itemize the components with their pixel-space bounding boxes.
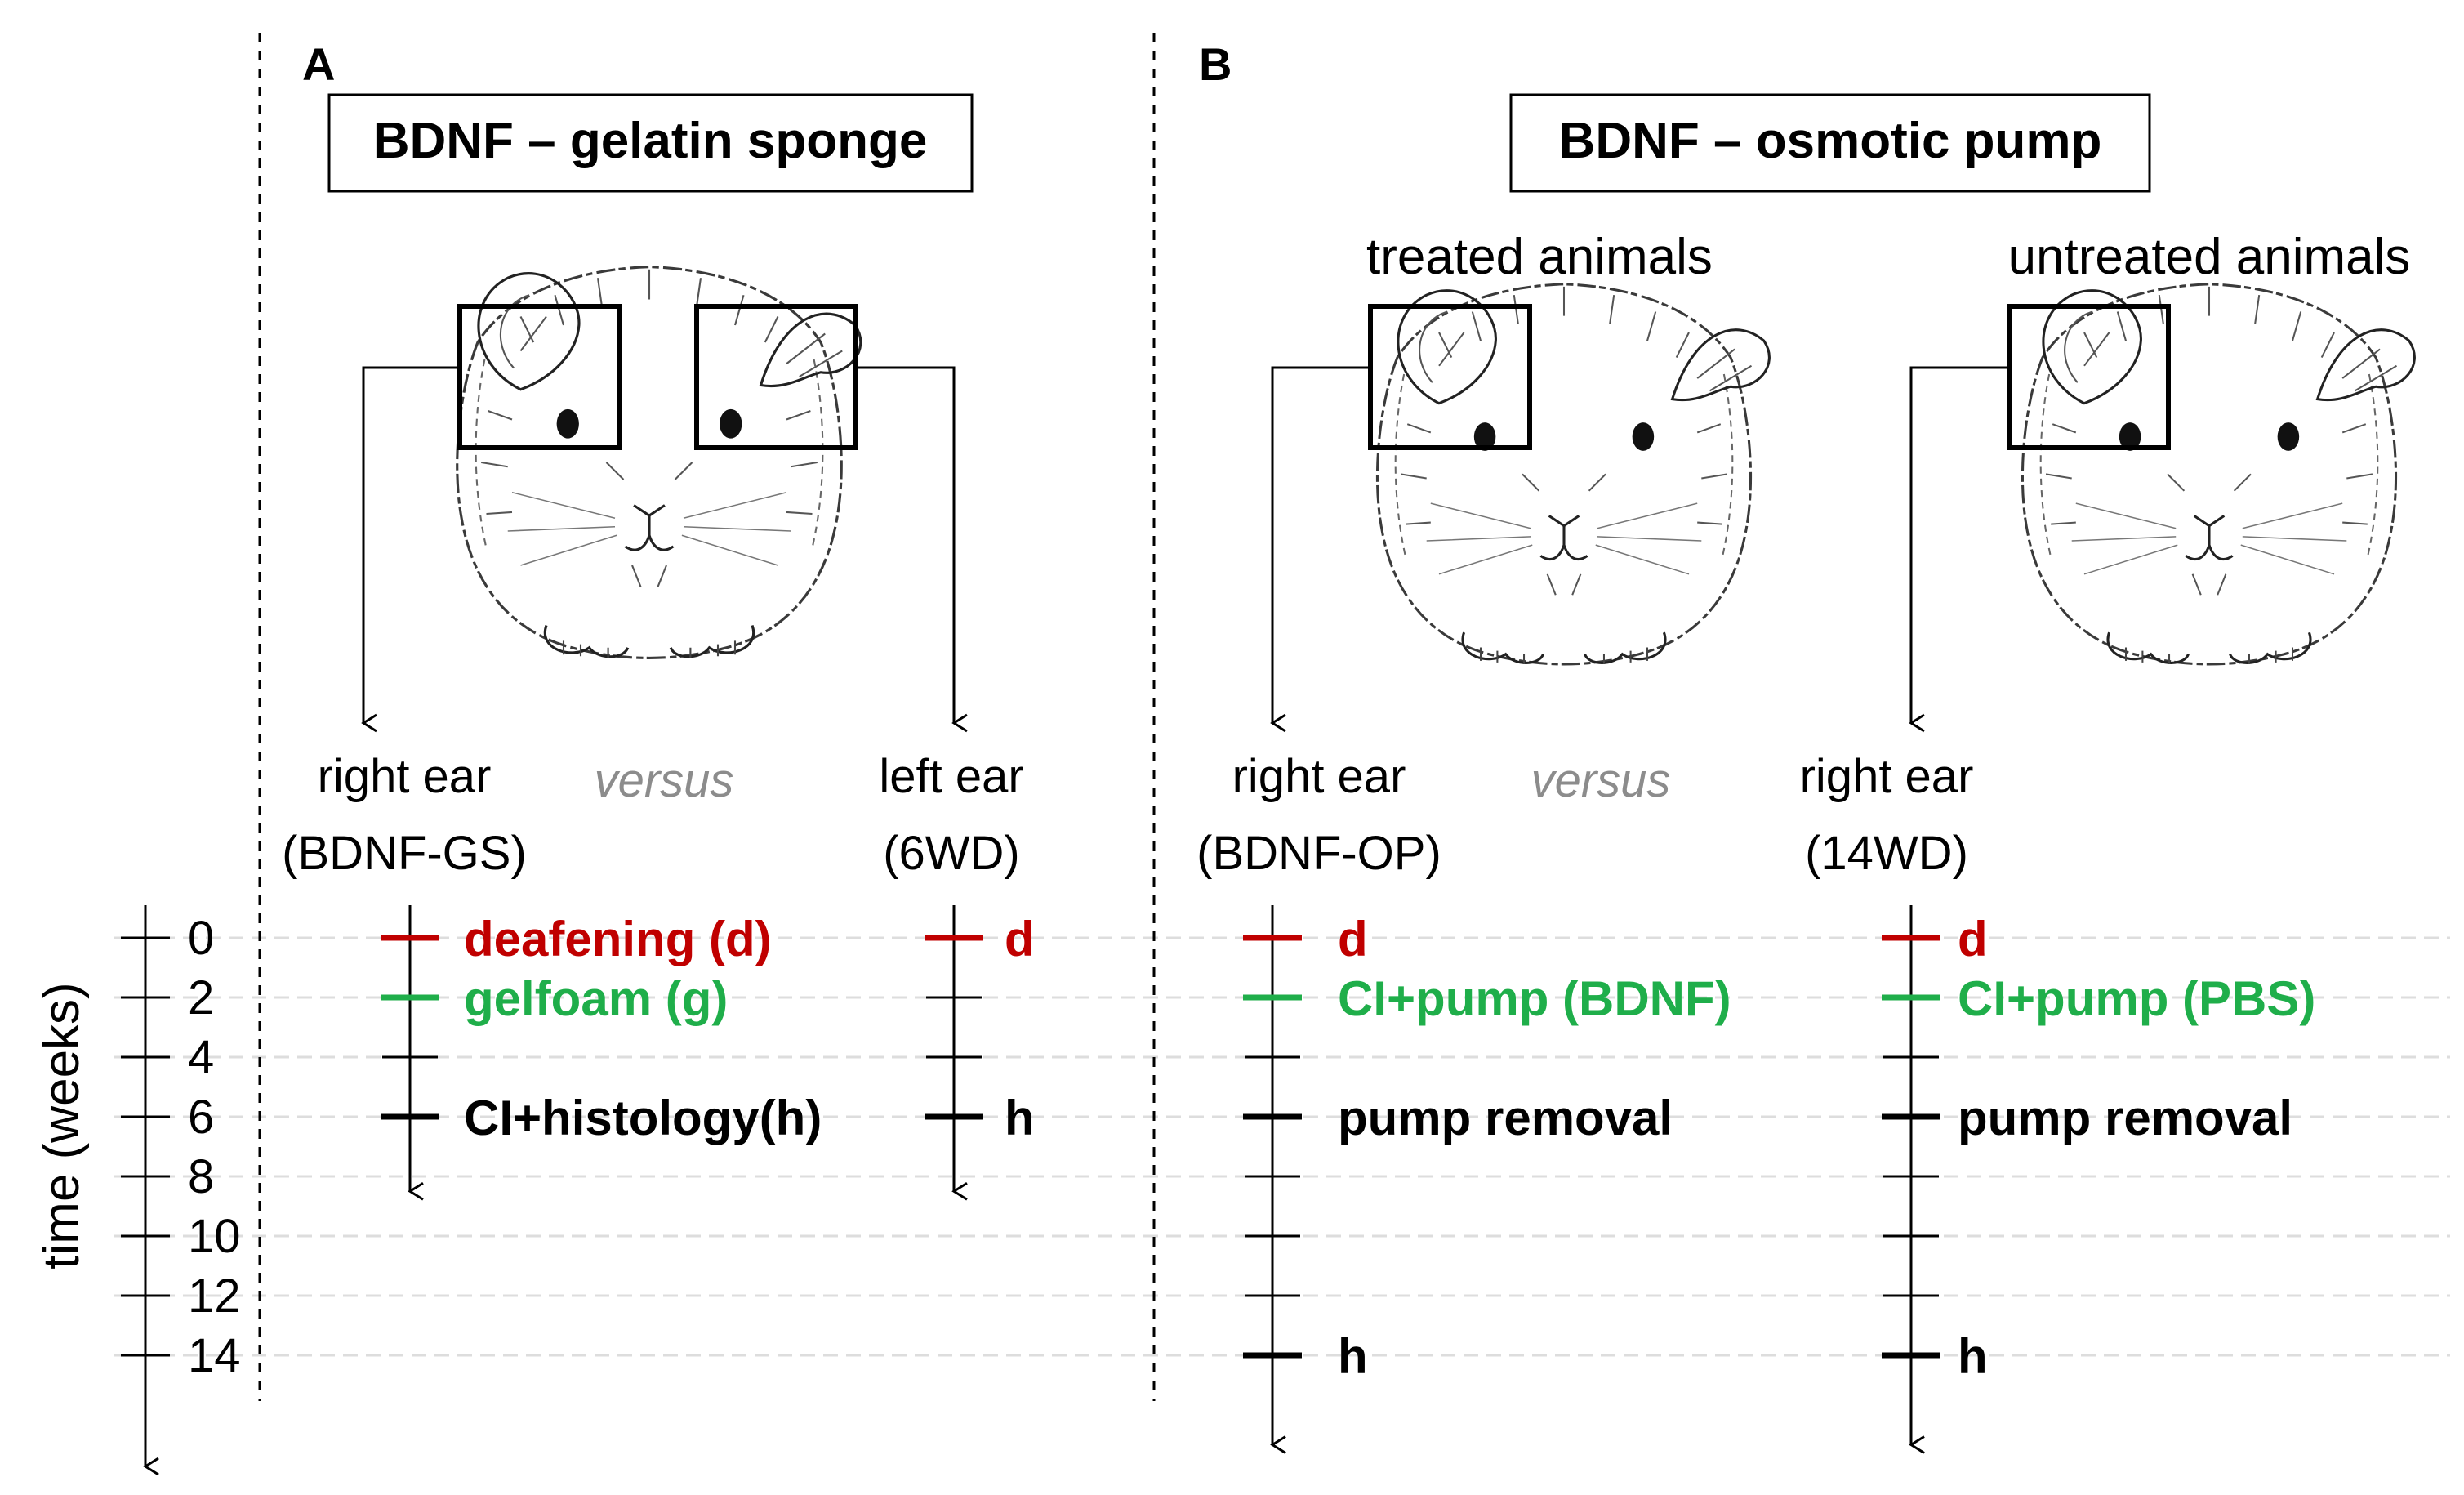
time-axis-tick-label: 6 xyxy=(188,1091,214,1144)
panel-a-left-label-line2: (BDNF-GS) xyxy=(282,827,527,880)
panel-a-title-box xyxy=(327,93,974,193)
panel-b-letter: B xyxy=(1199,38,1232,90)
time-axis-tick-label: 10 xyxy=(188,1210,241,1263)
panel-a-letter: A xyxy=(302,38,335,90)
left-ear-highlight-box xyxy=(694,304,858,450)
panel-a-title: BDNF – gelatin sponge xyxy=(373,113,928,169)
event-label: h xyxy=(1005,1091,1035,1145)
treated-ear-highlight-box xyxy=(1368,304,1532,450)
guinea-pig-icon xyxy=(1375,283,1771,666)
panel-b-title-box xyxy=(1509,93,2151,193)
event-label: h xyxy=(1958,1329,1988,1384)
time-axis-ticks: 0 2 4 6 8 10 12 14 xyxy=(121,912,241,1382)
timeline-panel-a-right-ear: deafening (d)gelfoam (g) CI+histology(h) xyxy=(381,905,822,1201)
time-axis-tick-label: 12 xyxy=(188,1270,241,1323)
event-label: deafening (d) xyxy=(464,912,772,966)
event-label: d xyxy=(1338,912,1368,966)
left-ear-pointer-arrow xyxy=(856,366,968,733)
event-label: pump removal xyxy=(1958,1091,2292,1145)
untreated-animals-label: untreated animals xyxy=(2008,229,2411,285)
untreated-ear-highlight-box xyxy=(2007,304,2171,450)
event-label: d xyxy=(1005,912,1035,966)
timeline-panel-b-untreated: dCI+pump (PBS) pump removal h xyxy=(1882,905,2315,1454)
right-ear-pointer-arrow xyxy=(361,366,460,733)
treated-animals-label: treated animals xyxy=(1366,229,1713,285)
time-axis-tick-label: 2 xyxy=(188,971,214,1024)
panel-a-left-label-line1: right ear xyxy=(318,750,492,803)
panel-a-versus: versus xyxy=(595,754,734,807)
guinea-pig-icon xyxy=(456,266,862,659)
panel-a-right-label-line1: left ear xyxy=(879,750,1023,803)
panel-b-title: BDNF – osmotic pump xyxy=(1559,113,2102,169)
untreated-ear-pointer-arrow xyxy=(1909,366,2009,733)
timeline-panel-b-treated: dCI+pump (BDNF) pump removal h xyxy=(1243,905,1731,1454)
panel-a: A BDNF – gelatin sponge right ear (BDNF-… xyxy=(282,38,1035,1201)
guinea-pig-icon xyxy=(2021,283,2416,666)
treated-ear-pointer-arrow xyxy=(1270,366,1370,733)
panel-b-versus: versus xyxy=(1531,754,1671,807)
time-axis: 0 2 4 6 8 10 12 14 time (weeks) xyxy=(33,905,241,1476)
time-axis-tick-label: 14 xyxy=(188,1329,241,1382)
time-axis-label: time (weeks) xyxy=(33,982,90,1269)
event-label: h xyxy=(1338,1329,1368,1384)
event-label: CI+pump (BDNF) xyxy=(1338,971,1731,1026)
panel-b-right-label-line1: right ear xyxy=(1800,750,1974,803)
time-axis-tick-label: 4 xyxy=(188,1031,214,1084)
event-label: pump removal xyxy=(1338,1091,1673,1145)
panel-a-right-label-line2: (6WD) xyxy=(883,827,1020,880)
event-label: CI+pump (PBS) xyxy=(1958,971,2315,1026)
right-ear-highlight-box xyxy=(457,304,622,450)
event-label: gelfoam (g) xyxy=(464,971,728,1026)
panel-b-right-label-line2: (14WD) xyxy=(1805,827,1968,880)
time-axis-tick-label: 0 xyxy=(188,912,214,965)
panel-b-left-label-line1: right ear xyxy=(1232,750,1406,803)
panel-b-left-label-line2: (BDNF-OP) xyxy=(1196,827,1441,880)
time-axis-tick-label: 8 xyxy=(188,1150,214,1203)
panel-b: B BDNF – osmotic pump treated animals un… xyxy=(1196,38,2416,1454)
event-label: d xyxy=(1958,912,1988,966)
event-label: CI+histology(h) xyxy=(464,1091,822,1145)
timeline-panel-a-left-ear: dh xyxy=(925,905,1035,1201)
